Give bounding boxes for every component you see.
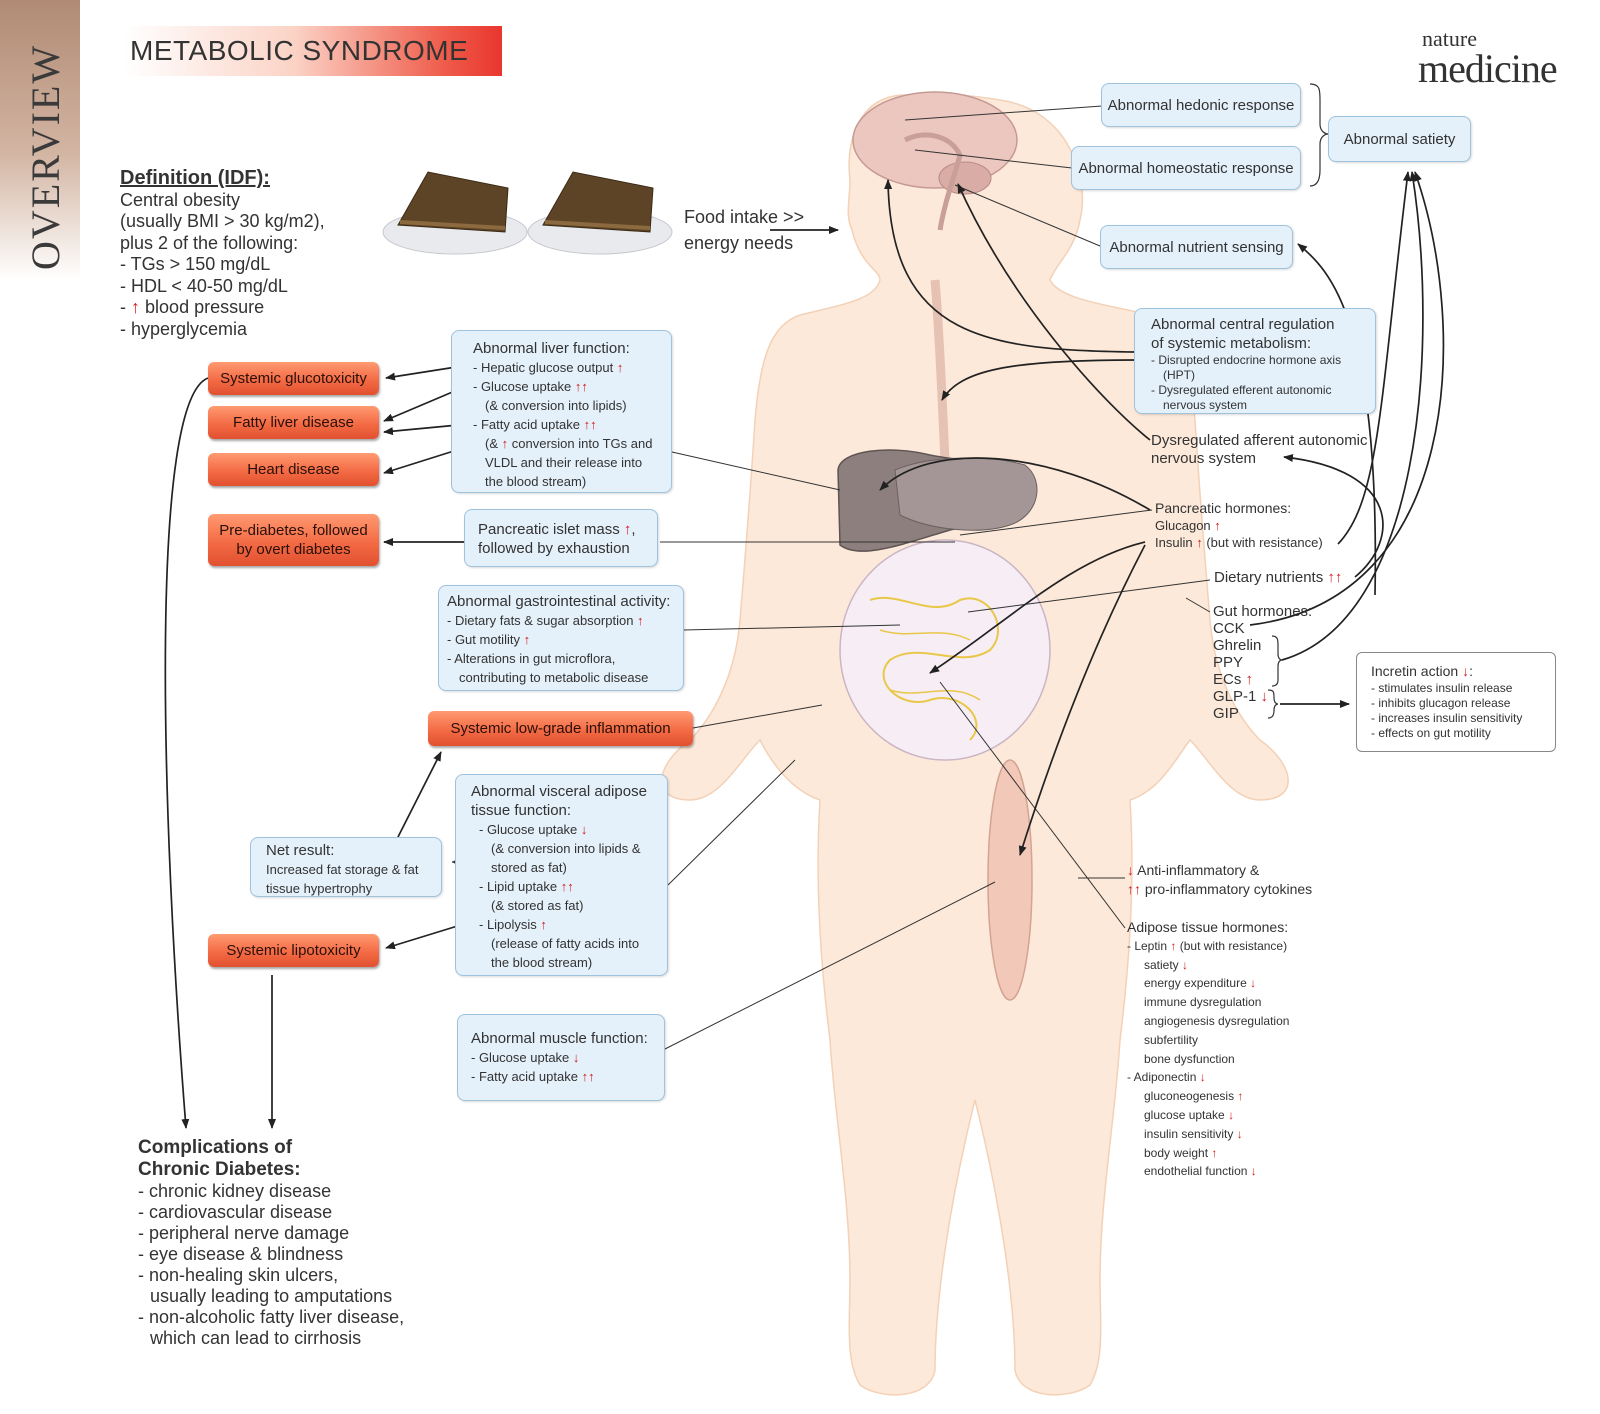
connector-lines xyxy=(660,105,1211,1051)
stomach-shape xyxy=(894,457,1038,531)
journal-logo-line1: nature xyxy=(1422,26,1477,51)
lipotoxicity-box: Systemic lipotoxicity xyxy=(208,934,379,967)
down-arrow-icon: ↓ xyxy=(572,1050,580,1065)
definition-block: Definition (IDF): Central obesity (usual… xyxy=(120,167,325,340)
muscle-function-box: Abnormal muscle function: - Glucose upta… xyxy=(457,1014,665,1101)
complication-item: - chronic kidney disease xyxy=(138,1181,332,1201)
islet-mass-box: Pancreatic islet mass ↑, followed by exh… xyxy=(464,509,658,567)
complications-block: Complications of Chronic Diabetes: - chr… xyxy=(138,1137,404,1349)
overview-label: OVERVIEW xyxy=(23,43,68,270)
complication-item-cont: which can lead to cirrhosis xyxy=(150,1328,362,1348)
definition-line: - TGs > 150 mg/dL xyxy=(120,254,271,274)
definition-line: - HDL < 40-50 mg/dL xyxy=(120,275,288,296)
gut-hormones-list: Gut hormones: CCK Ghrelin PPY ECs ↑ GLP-… xyxy=(1213,603,1313,722)
prediabetes-box: Pre-diabetes, followed by overt diabetes xyxy=(208,514,379,566)
complication-item-cont: usually leading to amputations xyxy=(150,1286,393,1306)
up-arrow-icon: ↑ xyxy=(131,297,141,317)
pancreatic-hormones-label: Pancreatic hormones: Glucagon ↑ Insulin … xyxy=(1155,500,1323,550)
definition-line: - hyperglycemia xyxy=(120,318,248,339)
up-arrow-icon: ↑ xyxy=(540,917,547,932)
down-arrow-icon: ↓ xyxy=(1182,957,1189,972)
central-regulation-box: Abnormal central regulation of systemic … xyxy=(1134,308,1376,414)
up-arrow-icon: ↑↑ xyxy=(583,417,597,432)
down-arrow-icon: ↓ xyxy=(1250,976,1257,991)
adipose-hormones-list: Adipose tissue hormones: - Leptin ↑ (but… xyxy=(1127,919,1290,1179)
complication-item: - peripheral nerve damage xyxy=(138,1223,350,1243)
cake-image-1 xyxy=(382,171,528,255)
up-arrow-icon: ↑ xyxy=(1214,518,1221,533)
complication-item: - non-alcoholic fatty liver disease, xyxy=(138,1307,405,1327)
afferent-autonomic-label: Dysregulated afferent autonomic nervous … xyxy=(1151,432,1368,467)
up-arrow-icon: ↑ xyxy=(523,632,531,647)
up-arrow-icon: ↑ xyxy=(623,521,632,538)
down-arrow-icon: ↓ xyxy=(1236,1126,1243,1141)
up-arrow-icon: ↑ xyxy=(1245,671,1254,688)
brain-shape xyxy=(852,91,1018,189)
gi-activity-box: Abnormal gastrointestinal activity: - Di… xyxy=(438,585,684,691)
up-arrow-icon: ↑ xyxy=(637,613,644,628)
down-arrow-icon: ↓ xyxy=(1250,1164,1257,1179)
visceral-adipose-box: Abnormal visceral adipose tissue functio… xyxy=(455,774,668,976)
definition-heading: Definition (IDF): xyxy=(120,167,270,189)
complication-item: - non-healing skin ulcers, xyxy=(138,1265,339,1285)
up-arrow-icon: ↑ xyxy=(616,360,624,375)
definition-line: (usually BMI > 30 kg/m2), xyxy=(120,211,325,231)
up-arrow-icon: ↑ xyxy=(1196,535,1203,550)
cytokines-label: ↓ Anti-inflammatory & ↑↑ pro-inflammator… xyxy=(1127,862,1313,897)
satiety-box: Abnormal satiety xyxy=(1328,116,1471,162)
down-arrow-icon: ↓ xyxy=(1462,663,1470,679)
page-title: METABOLIC SYNDROME xyxy=(124,26,502,76)
cake-image-2 xyxy=(527,171,673,255)
down-arrow-icon: ↓ xyxy=(1228,1107,1235,1122)
food-intake-label: Food intake >> energy needs xyxy=(684,207,805,253)
up-arrow-icon: ↑↑ xyxy=(1127,881,1141,897)
complications-heading: Chronic Diabetes: xyxy=(138,1159,301,1180)
up-arrow-icon: ↑ xyxy=(1237,1089,1244,1104)
definition-line-bp: - ↑ blood pressure xyxy=(120,297,265,317)
down-arrow-icon: ↓ xyxy=(580,822,588,837)
down-arrow-icon: ↓ xyxy=(1199,1070,1206,1085)
up-arrow-icon: ↑ xyxy=(1170,938,1177,953)
intestines-shape xyxy=(839,539,1051,761)
glucotoxicity-box: Systemic glucotoxicity xyxy=(208,362,379,395)
incretin-action-box: Incretin action ↓: - stimulates insulin … xyxy=(1356,652,1556,752)
nutrient-sensing-box: Abnormal nutrient sensing xyxy=(1100,225,1293,269)
up-arrow-icon: ↑↑ xyxy=(581,1069,595,1084)
down-arrow-icon: ↓ xyxy=(1260,688,1269,705)
definition-line: Central obesity xyxy=(120,189,241,210)
up-arrow-icon: ↑↑ xyxy=(574,379,588,394)
net-result-box: Net result: Increased fat storage & fat … xyxy=(250,837,442,897)
arrow-lines xyxy=(164,171,1445,1129)
up-arrow-icon: ↑ xyxy=(1211,1145,1218,1160)
complications-heading: Complications of xyxy=(138,1137,293,1158)
liver-function-box: Abnormal liver function: - Hepatic gluco… xyxy=(451,330,672,493)
dietary-nutrients-label: Dietary nutrients ↑↑ xyxy=(1214,569,1343,586)
definition-line: plus 2 of the following: xyxy=(120,232,299,253)
inflammation-box: Systemic low-grade inflammation xyxy=(428,711,693,746)
esophagus-shape xyxy=(930,279,950,461)
up-arrow-icon: ↑↑ xyxy=(560,879,574,894)
journal-logo-line2: medicine xyxy=(1418,46,1558,91)
hedonic-response-box: Abnormal hedonic response xyxy=(1101,83,1301,127)
up-arrow-icon: ↑↑ xyxy=(1327,569,1343,586)
journal-logo: nature medicine xyxy=(1418,26,1558,91)
heart-disease-box: Heart disease xyxy=(208,453,379,486)
complication-item: - eye disease & blindness xyxy=(138,1244,344,1264)
overview-section-tab: OVERVIEW xyxy=(0,0,80,280)
thigh-muscle-shape xyxy=(987,759,1033,1001)
fatty-liver-box: Fatty liver disease xyxy=(208,406,379,439)
homeostatic-response-box: Abnormal homeostatic response xyxy=(1071,146,1301,190)
complication-item: - cardiovascular disease xyxy=(138,1202,333,1222)
up-arrow-icon: ↑ xyxy=(501,436,509,451)
down-arrow-icon: ↓ xyxy=(1127,862,1134,878)
